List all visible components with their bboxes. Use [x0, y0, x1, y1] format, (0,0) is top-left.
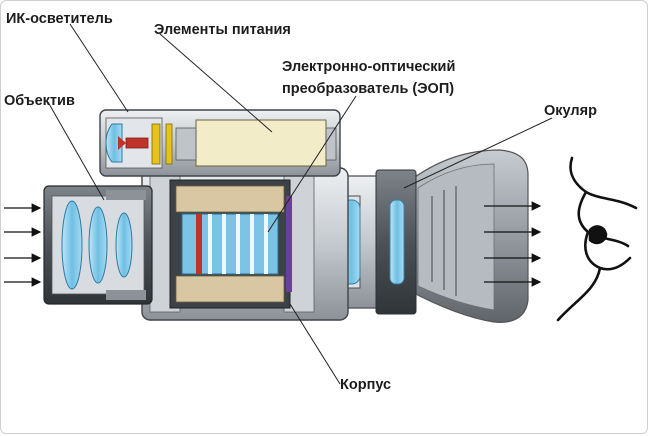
- label-objective: Объектив: [4, 93, 75, 109]
- eyepiece-eyecup: [407, 149, 529, 323]
- objective-lens: [43, 185, 153, 305]
- callout-lines: [47, 23, 553, 385]
- outgoing-light-arrows: [484, 201, 542, 287]
- incoming-light-arrows: [4, 203, 42, 287]
- label-housing: Корпус: [340, 377, 392, 393]
- label-eyepiece: Окуляр: [544, 103, 597, 119]
- eye-sketch: [556, 156, 638, 322]
- image-intensifier-tube: [169, 179, 292, 309]
- battery-pack: [175, 119, 337, 167]
- label-image-intensifier-line2: преобразователь (ЭОП): [282, 81, 455, 97]
- label-image-intensifier-line1: Электронно-оптический: [282, 59, 456, 75]
- label-ir-illuminator: ИК-осветитель: [6, 11, 113, 27]
- label-power: Элементы питания: [154, 22, 291, 38]
